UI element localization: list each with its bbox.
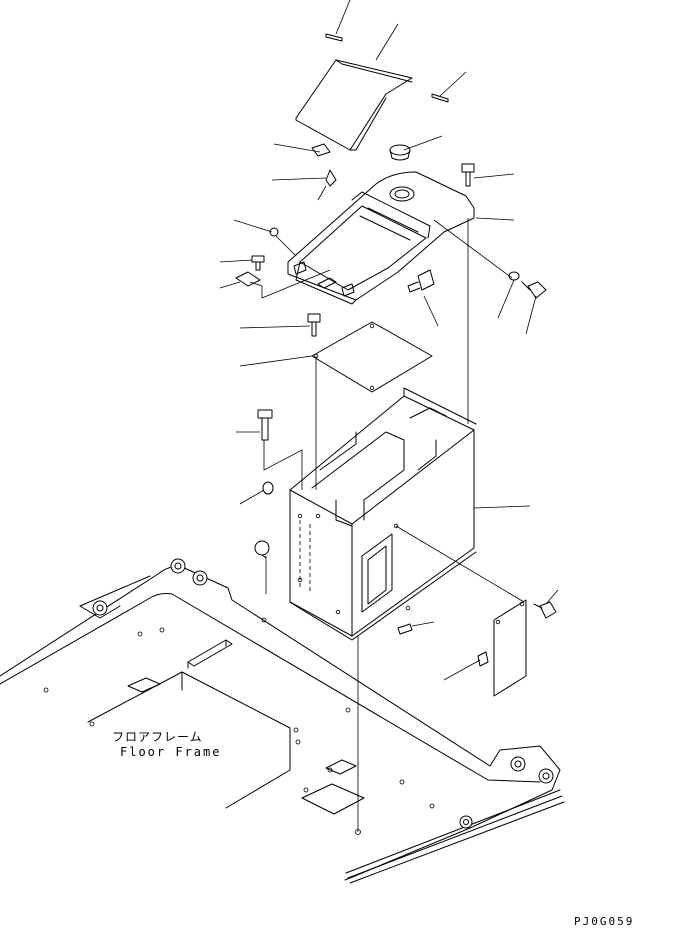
side-cover bbox=[493, 599, 527, 697]
hardware bbox=[235, 33, 557, 667]
gasket-plate bbox=[311, 321, 433, 393]
floor-frame-label-jp: フロアフレーム bbox=[112, 730, 203, 744]
figure-code: PJ0G059 bbox=[574, 915, 635, 928]
floor-bolt-holes bbox=[43, 558, 554, 835]
lid bbox=[295, 59, 413, 151]
bolt-1 bbox=[461, 163, 475, 187]
bolt-2 bbox=[251, 255, 265, 271]
bolt-6 bbox=[533, 601, 557, 619]
floor-frame bbox=[0, 565, 565, 884]
floor-frame-label-en: Floor Frame bbox=[120, 745, 222, 759]
leader-lines bbox=[219, 0, 559, 832]
bolt-3 bbox=[307, 313, 321, 337]
bolt-5 bbox=[521, 281, 547, 299]
top-cover bbox=[287, 171, 475, 305]
console-box bbox=[289, 387, 477, 641]
bolt-4 bbox=[257, 409, 273, 441]
